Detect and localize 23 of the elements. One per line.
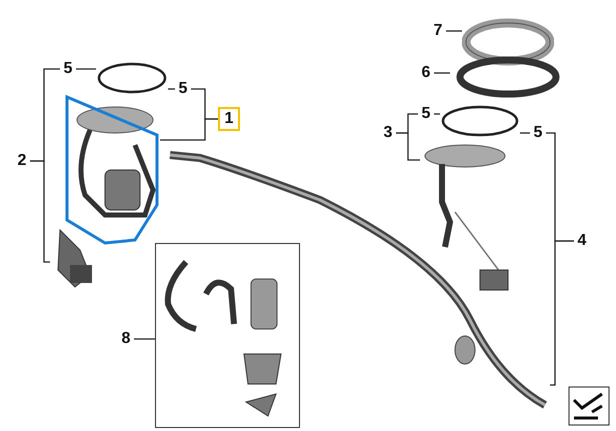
node-label: 7 [434,22,442,39]
node-label: 5 [64,60,72,77]
leader-line [446,30,462,32]
leader-line [160,118,218,141]
node-label: 3 [384,124,392,141]
node-label: 4 [578,232,586,249]
leader-line [134,338,155,340]
node-label: 2 [18,152,26,169]
leader-line [434,113,440,115]
leader-line [434,72,450,74]
leader-line [168,88,175,90]
inset-frame [155,243,300,428]
leader-line [396,132,420,161]
node-label: 5 [422,105,430,122]
node-label: 6 [422,64,430,81]
node-label: 5 [534,124,542,141]
leader-line [550,240,574,386]
leader-line [30,160,50,263]
node-label: 8 [122,330,130,347]
leader-line [76,68,96,70]
leader-line [520,132,530,134]
node-label: 5 [178,80,188,97]
callout-number: 1 [218,107,240,131]
